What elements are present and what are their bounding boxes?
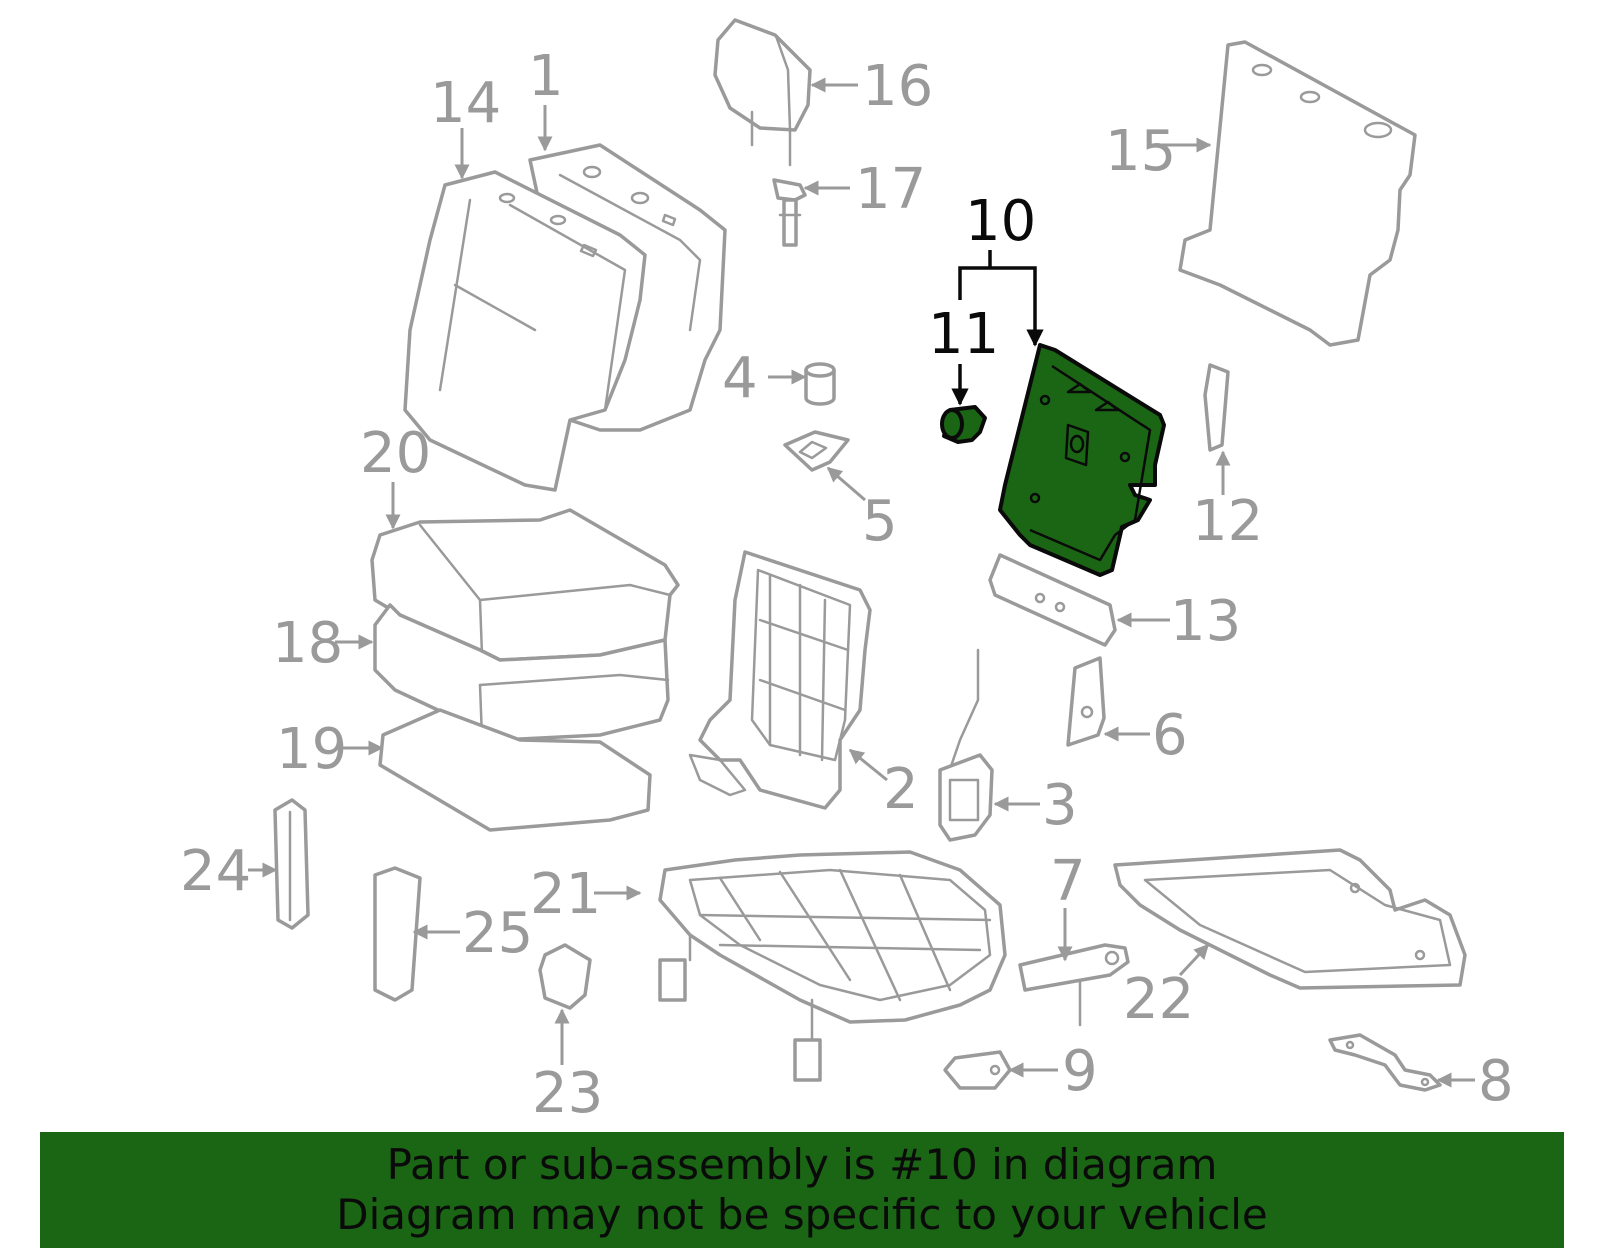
part-9-plate [943, 1050, 1012, 1090]
callout-4: 4 [722, 346, 758, 411]
leader-lines [248, 77, 1475, 1088]
callout-11: 11 [928, 302, 999, 367]
part-17-headrest-support [772, 178, 807, 247]
callout-25: 25 [462, 901, 533, 966]
part-25-guide [373, 866, 422, 1002]
part-24-guide [273, 798, 310, 930]
callout-1: 1 [528, 44, 564, 109]
part-5-bezel [783, 430, 850, 472]
callout-22: 22 [1123, 967, 1194, 1032]
part-7-lever [1018, 943, 1130, 1027]
callout-9: 9 [1062, 1039, 1098, 1104]
callout-3: 3 [1042, 773, 1078, 838]
banner-line-1: Part or sub-assembly is #10 in diagram [386, 1140, 1218, 1189]
callout-24: 24 [180, 839, 251, 904]
callout-13: 13 [1170, 589, 1241, 654]
part-13-trim [988, 553, 1117, 647]
callout-20: 20 [360, 421, 431, 486]
callout-labels: 1 14 16 17 15 10 11 4 5 20 18 19 2 3 6 1… [180, 44, 1514, 1126]
callout-2: 2 [883, 757, 919, 822]
callout-19: 19 [276, 717, 347, 782]
part-11-clip-highlighted [940, 405, 987, 444]
part-19-pad [378, 708, 652, 832]
part-14-seatback-pad [403, 170, 647, 492]
callout-17: 17 [855, 157, 926, 222]
part-18-cushion-pad [373, 603, 670, 742]
part-16-headrest [713, 18, 812, 167]
callout-18: 18 [272, 611, 343, 676]
callout-12: 12 [1192, 489, 1263, 554]
callout-10: 10 [965, 189, 1036, 254]
callout-7: 7 [1050, 849, 1086, 914]
callout-15: 15 [1105, 119, 1176, 184]
banner-line-2: Diagram may not be specific to your vehi… [336, 1190, 1268, 1239]
part-8-bracket [1328, 1033, 1442, 1092]
callout-21: 21 [530, 862, 601, 927]
callout-5: 5 [862, 489, 898, 554]
part-12-cover [1203, 363, 1230, 452]
part-2-seatback-frame [688, 550, 872, 810]
part-15-back-board [1178, 40, 1417, 347]
callout-16: 16 [862, 54, 933, 119]
part-10-seatback-board-highlighted [998, 343, 1166, 577]
part-21-seat-cushion-frame [658, 850, 1007, 1082]
part-3-recliner [938, 648, 994, 842]
part-22-cover-tray [1113, 848, 1467, 990]
callout-14: 14 [430, 71, 501, 136]
part-4-cap [804, 362, 836, 406]
part-6-bracket [1066, 656, 1106, 747]
callout-6: 6 [1152, 703, 1188, 768]
info-banner: Part or sub-assembly is #10 in diagram D… [40, 1132, 1564, 1248]
part-23-cover [538, 943, 592, 1010]
callout-23: 23 [532, 1061, 603, 1126]
callout-8: 8 [1478, 1049, 1514, 1114]
